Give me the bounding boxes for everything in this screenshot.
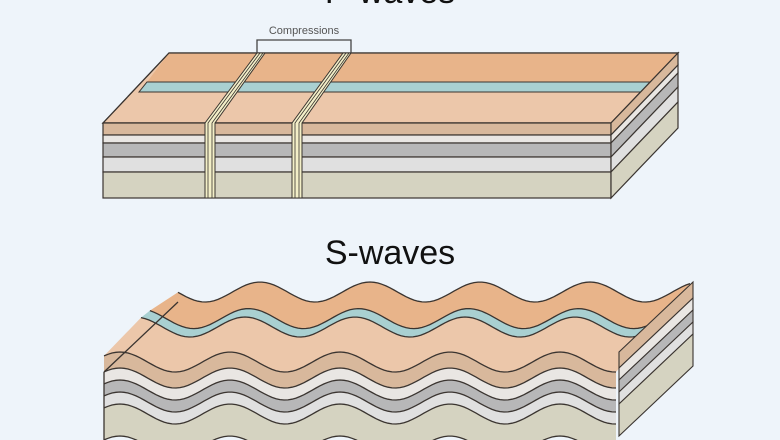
compression-zone — [204, 52, 266, 199]
front-layer-line — [103, 367, 617, 389]
front-layer — [104, 404, 616, 440]
front-layer — [104, 392, 616, 424]
s-waves-title: S-waves — [325, 234, 455, 272]
front-layer — [102, 134, 612, 144]
compression-line — [207, 52, 261, 198]
water-band — [137, 81, 653, 93]
front-layer — [102, 156, 612, 173]
compression-line — [294, 52, 347, 198]
front-layer-line — [103, 391, 617, 413]
water-top-line — [149, 307, 663, 330]
side-layer — [610, 100, 679, 200]
back-edge — [177, 281, 691, 303]
side-layer — [618, 332, 694, 438]
front-layer-line — [103, 379, 617, 401]
compressions-bracket — [256, 39, 352, 53]
front-layer — [104, 352, 616, 388]
front-layer — [104, 368, 616, 400]
compression-line — [298, 52, 350, 198]
water-bottom-line — [140, 316, 654, 338]
front-layer-line — [103, 351, 617, 373]
front-layer-line — [103, 403, 617, 425]
peach-surface — [104, 317, 653, 372]
top-soil-surface — [149, 282, 690, 329]
left-top-edge — [103, 301, 179, 373]
p-waves-title: P-waves — [325, 0, 455, 11]
front-layer — [102, 122, 612, 136]
front-layer — [102, 142, 612, 158]
front-layer — [102, 171, 612, 199]
water-layer — [141, 308, 662, 337]
p-wave-block — [101, 51, 680, 200]
top-soil-band — [147, 53, 678, 82]
compressions-label: Compressions — [269, 25, 340, 37]
front-layer — [104, 380, 616, 412]
compression-line — [211, 52, 264, 198]
s-wave-block — [103, 280, 694, 440]
